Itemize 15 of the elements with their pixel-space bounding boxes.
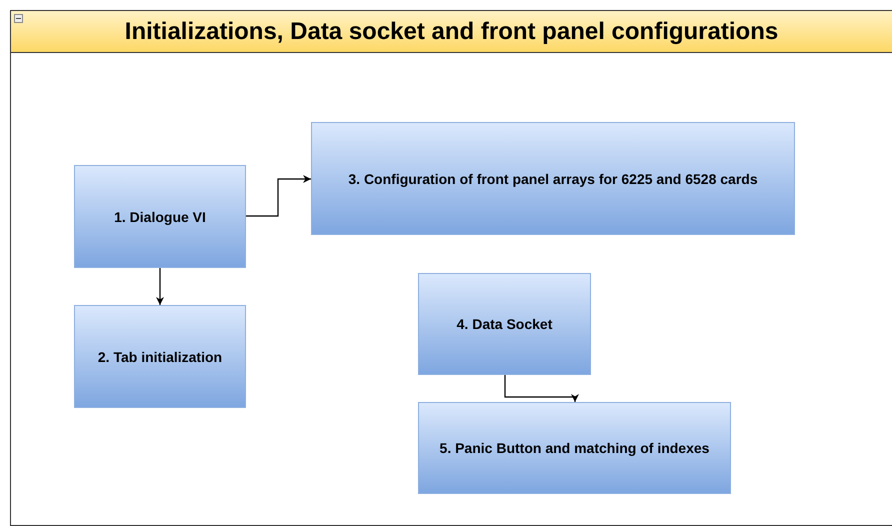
process-box <box>74 165 246 268</box>
swimlane-container <box>10 10 892 526</box>
swimlane-title: Initializations, Data socket and front panel configurations <box>124 18 778 46</box>
box-label: 1. Dialogue VI <box>114 208 206 224</box>
connector-arrow <box>504 375 579 402</box>
process-box <box>418 273 591 375</box>
box-label: 2. Tab initialization <box>98 348 222 364</box>
box-label: 4. Data Socket <box>456 316 552 332</box>
box-label: 3. Configuration of front panel arrays for 6225 and 6528 cards <box>348 170 758 186</box>
box-label: 5. Panic Button and matching of indexes <box>440 440 710 456</box>
connector-arrow <box>246 175 311 217</box>
process-box <box>418 402 731 494</box>
process-box <box>74 305 246 408</box>
process-box <box>311 122 795 235</box>
connector-arrow <box>156 268 164 305</box>
